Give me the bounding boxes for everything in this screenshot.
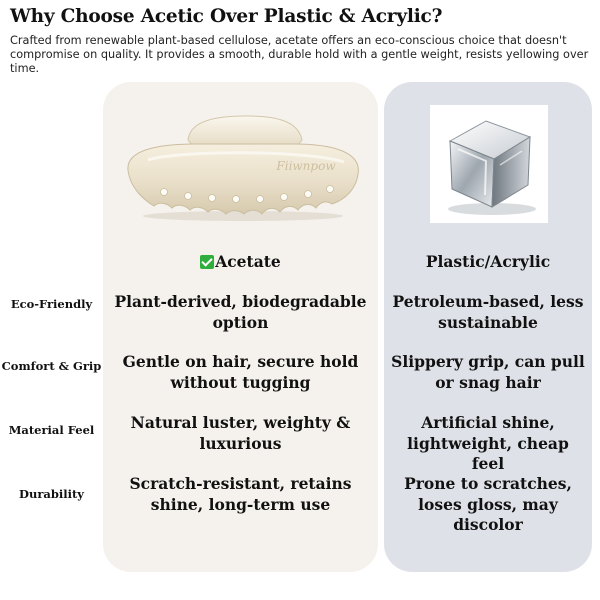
- plastic-durability-cell: Prone to scratches, loses gloss, may dis…: [404, 474, 572, 534]
- plastic-comfort-grip-cell: Slippery grip, can pull or snag hair: [391, 352, 585, 392]
- page-description: Crafted from renewable plant-based cellu…: [10, 34, 589, 75]
- row-label-material-feel: Material Feel: [8, 423, 95, 437]
- acetate-material-feel-cell: Natural luster, weighty & luxurious: [130, 413, 351, 453]
- row-label-eco-friendly: Eco-Friendly: [10, 297, 93, 311]
- page-title: Why Choose Acetic Over Plastic & Acrylic…: [10, 6, 443, 27]
- plastic-column-header: Plastic/Acrylic: [425, 252, 551, 271]
- row-label-durability: Durability: [19, 487, 84, 501]
- acetate-comfort-grip-cell: Gentle on hair, secure hold without tugg…: [122, 352, 359, 392]
- acetate-column-header: Acetate: [103, 252, 378, 271]
- acrylic-cube-image: [430, 105, 548, 223]
- check-mark-icon: [200, 255, 215, 269]
- row-label-comfort-grip: Comfort & Grip: [1, 359, 102, 373]
- clip-brand-mark: Fiiwnpow: [275, 159, 336, 173]
- plastic-eco-friendly-cell: Petroleum-based, less sustainable: [392, 292, 584, 332]
- acetate-column-label: Acetate: [215, 252, 281, 271]
- hair-claw-clip-image: Fiiwnpow: [127, 115, 359, 221]
- acetate-durability-cell: Scratch-resistant, retains shine, long-t…: [129, 474, 352, 514]
- acetate-eco-friendly-cell: Plant-derived, biodegradable option: [114, 292, 367, 332]
- plastic-material-feel-cell: Artificial shine, lightweight, cheap fee…: [407, 413, 569, 473]
